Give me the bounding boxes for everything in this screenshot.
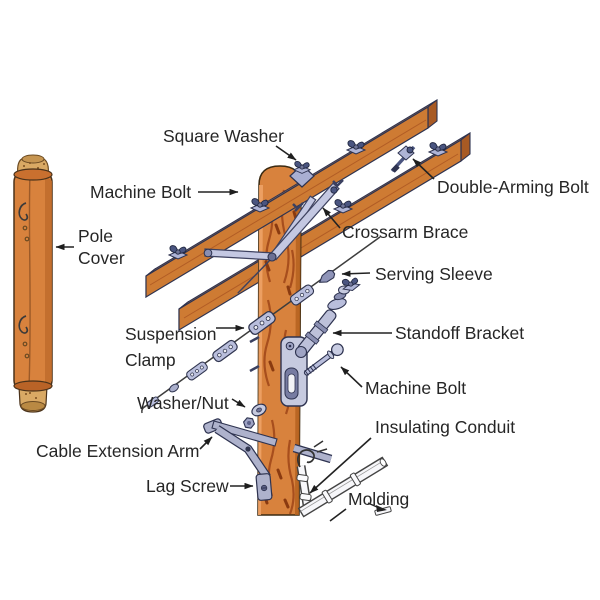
label-pole-cover: Pole Cover <box>55 226 125 268</box>
label-cable-extension-arm: Cable Extension Arm <box>36 436 213 461</box>
label-machine-bolt-top: Machine Bolt <box>90 182 239 202</box>
serving-sleeve-arrow <box>341 270 371 277</box>
label-insulating-conduit: Insulating Conduit <box>309 417 515 494</box>
wire-pigtail <box>297 449 315 468</box>
labels: Square Washer Machine Bolt Pole Cover Do… <box>36 126 589 522</box>
machine-bolt-lower-label: Machine Bolt <box>365 378 466 398</box>
double-arming-bolt-label: Double-Arming Bolt <box>437 177 589 197</box>
suspension-clamp-label-line2: Clamp <box>125 350 176 370</box>
label-crossarm-brace: Crossarm Brace <box>322 207 468 242</box>
machine-bolt-lower-arrow <box>340 366 363 388</box>
standoff-bracket-part <box>280 275 362 407</box>
square-washer-part <box>289 160 315 188</box>
cable-extension-arm-arrow <box>199 436 213 450</box>
suspension-cable <box>141 236 381 414</box>
standoff-arm-tube <box>297 309 337 355</box>
double-arming-bolt-part <box>390 145 416 173</box>
through-bolt-stub <box>249 335 260 344</box>
label-lag-screw: Lag Screw <box>146 476 254 496</box>
standoff-top-stack <box>327 275 362 310</box>
label-double-arming-bolt: Double-Arming Bolt <box>412 158 589 197</box>
through-bolt-stub <box>249 364 260 373</box>
label-machine-bolt-lower: Machine Bolt <box>340 366 466 398</box>
pole-cover-label-line2: Cover <box>78 248 125 268</box>
suspension-clamp-label-line1: Suspension <box>125 324 216 344</box>
serving-sleeve-part <box>318 269 336 283</box>
washer-nut-arrow <box>231 398 246 408</box>
lag-screw-part <box>255 473 273 501</box>
label-serving-sleeve: Serving Sleeve <box>341 264 493 284</box>
double-arming-bolt-arrow <box>412 158 435 180</box>
insulating-conduit-label: Insulating Conduit <box>375 417 515 437</box>
cable-extension-arm-label: Cable Extension Arm <box>36 441 199 461</box>
rear-crossarm <box>178 131 471 332</box>
lag-screw-label: Lag Screw <box>146 476 229 496</box>
crossarm-brace-arrow <box>322 207 341 229</box>
molding-part <box>297 456 392 518</box>
molding-pointer-line <box>329 508 347 522</box>
molding-mini-arrow <box>376 505 387 512</box>
cable-end-fitting <box>146 396 160 408</box>
crossarm-braces <box>203 182 340 262</box>
standoff-bracket-label: Standoff Bracket <box>395 323 524 343</box>
label-square-washer: Square Washer <box>163 126 297 161</box>
label-standoff-bracket: Standoff Bracket <box>332 323 524 343</box>
cable-extension-arm-part <box>203 418 333 501</box>
label-washer-nut: Washer/Nut <box>137 393 246 413</box>
square-washer-label: Square Washer <box>163 126 284 146</box>
machine-bolt-lower-part <box>303 343 344 376</box>
pole-cover-hooks <box>18 202 30 359</box>
cable-bead <box>169 383 179 393</box>
molding-label: Molding <box>348 489 409 509</box>
crossarm-brace-label: Crossarm Brace <box>342 222 468 242</box>
pole-cover-label-line1: Pole <box>78 226 113 246</box>
label-suspension-clamp: Suspension Clamp <box>125 324 245 370</box>
washer-nut-label: Washer/Nut <box>137 393 229 413</box>
serving-sleeve-label: Serving Sleeve <box>375 264 493 284</box>
pole-cover-part <box>13 154 53 413</box>
machine-bolt-top-label: Machine Bolt <box>90 182 191 202</box>
washer-nut-part <box>242 403 267 429</box>
label-molding: Molding <box>329 489 409 522</box>
square-washer-arrow <box>275 145 297 161</box>
insulating-conduit-arrow <box>309 437 372 494</box>
